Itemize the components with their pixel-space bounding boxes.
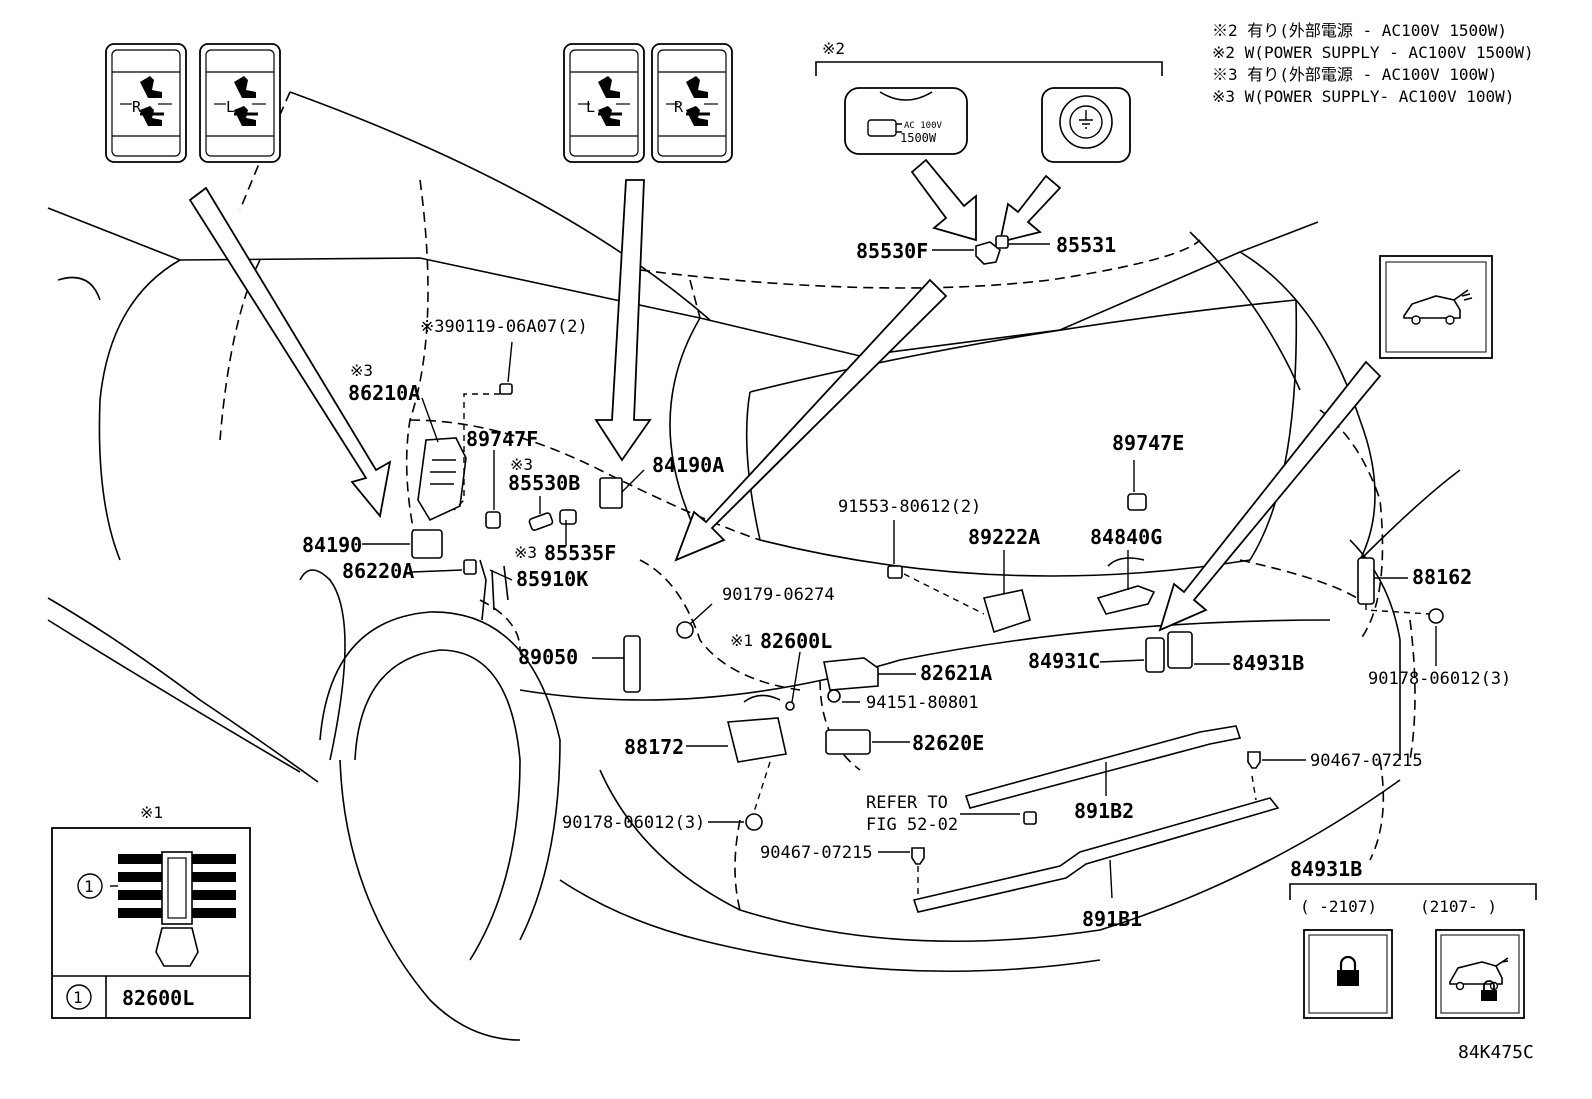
inset-range-right: (2107- ) <box>1420 897 1497 916</box>
part-shapes <box>411 235 1444 913</box>
diagram-code: 84K475C <box>1458 1042 1534 1063</box>
label-90467-07215-right: 90467-07215 <box>1310 751 1423 771</box>
seat-switch-left-front: L <box>562 42 646 164</box>
inset-84931B-title: 84931B <box>1290 857 1362 881</box>
inset-clip-callout: 1 <box>84 877 94 896</box>
part-labels: 85530F 85531 ※390119-06A07(2) ※3 86210A … <box>302 233 1511 931</box>
label-891B1: 891B1 <box>1082 907 1142 931</box>
label-85530F: 85530F <box>856 239 928 263</box>
switch-label-l: L <box>226 98 235 116</box>
inset-clip-row-part: 82600L <box>122 986 194 1010</box>
note-line-1: ※2 有り(外部電源 - AC100V 1500W) <box>1212 21 1507 40</box>
label-90179-06274: 90179-06274 <box>722 585 835 605</box>
inset-clip-row-callout: 1 <box>73 988 83 1007</box>
label-85910K: 85910K <box>516 567 588 591</box>
switch-label-r: R <box>132 98 142 116</box>
note-line-2: ※2 W(POWER SUPPLY - AC100V 1500W) <box>1212 43 1534 62</box>
label-89747F: 89747F <box>466 427 538 451</box>
label-85530B: 85530B <box>508 471 580 495</box>
seat-switch-left-rear: L <box>198 42 282 164</box>
note-line-3: ※3 有り(外部電源 - AC100V 100W) <box>1212 65 1497 84</box>
switch-label-l2: L <box>586 98 595 116</box>
label-85531: 85531 <box>1056 233 1116 257</box>
outlet-label-voltage: AC 100V <box>904 121 943 131</box>
label-90119-06A07: ※390119-06A07(2) <box>420 317 588 337</box>
label-84840G: 84840G <box>1090 525 1162 549</box>
leader-lines <box>362 243 1437 899</box>
mark-86210A: ※3 <box>350 361 373 380</box>
outlet-cap-panel <box>1041 87 1131 163</box>
label-89747E: 89747E <box>1112 431 1184 455</box>
group-marker-2: ※2 <box>822 39 845 58</box>
pointer-arrows <box>188 158 1382 632</box>
mark-85530B: ※3 <box>510 455 533 474</box>
label-90467-07215-left: 90467-07215 <box>760 843 873 863</box>
label-82621A: 82621A <box>920 661 992 685</box>
seat-switch-right-front: R <box>650 42 734 164</box>
label-84190A: 84190A <box>652 453 724 477</box>
ac-outlet-panel: AC 100V 1500W <box>844 87 968 155</box>
clip-illustration <box>110 851 236 967</box>
tailgate-switch-icon <box>1379 255 1493 359</box>
label-89050: 89050 <box>518 645 578 669</box>
label-82600L: 82600L <box>760 629 832 653</box>
car-lock-icon <box>1435 929 1525 1019</box>
inset-clip-marker: ※1 <box>140 803 163 822</box>
label-84931C: 84931C <box>1028 649 1100 673</box>
switch-label-r2: R <box>674 98 684 116</box>
label-89222A: 89222A <box>968 525 1040 549</box>
note-line-4: ※3 W(POWER SUPPLY- AC100V 100W) <box>1212 87 1514 106</box>
label-94151-80801: 94151-80801 <box>866 693 979 713</box>
label-85535F: 85535F <box>544 541 616 565</box>
outlet-label-watts: 1500W <box>900 131 937 145</box>
mark-85535F: ※3 <box>514 543 537 562</box>
label-88162: 88162 <box>1412 565 1472 589</box>
label-86210A: 86210A <box>348 381 420 405</box>
label-86220A: 86220A <box>342 559 414 583</box>
vehicle-outline <box>47 91 1461 1041</box>
inset-range-left: ( -2107) <box>1300 897 1377 916</box>
inset-84931B: 84931B ( -2107) (2107- ) <box>1289 857 1537 1019</box>
label-84931B: 84931B <box>1232 651 1304 675</box>
mark-82600L: ※1 <box>730 631 753 650</box>
label-90178-06012-left: 90178-06012(3) <box>562 813 705 833</box>
label-82620E: 82620E <box>912 731 984 755</box>
notes-block: ※2 有り(外部電源 - AC100V 1500W) ※2 W(POWER SU… <box>1212 21 1534 106</box>
group-bracket-2: ※2 <box>815 39 1163 76</box>
label-88172: 88172 <box>624 735 684 759</box>
inset-clip-82600L: ※1 1 1 82600L <box>51 803 251 1019</box>
label-891B2: 891B2 <box>1074 799 1134 823</box>
seat-switch-right-rear: R <box>104 42 188 164</box>
refer-text-line-2: FIG 52-02 <box>866 815 958 835</box>
refer-text-line-1: REFER TO <box>866 793 948 813</box>
label-90178-06012-right: 90178-06012(3) <box>1368 669 1511 689</box>
label-91553-80612: 91553-80612(2) <box>838 497 981 517</box>
label-84190: 84190 <box>302 533 362 557</box>
lock-icon <box>1303 929 1393 1019</box>
